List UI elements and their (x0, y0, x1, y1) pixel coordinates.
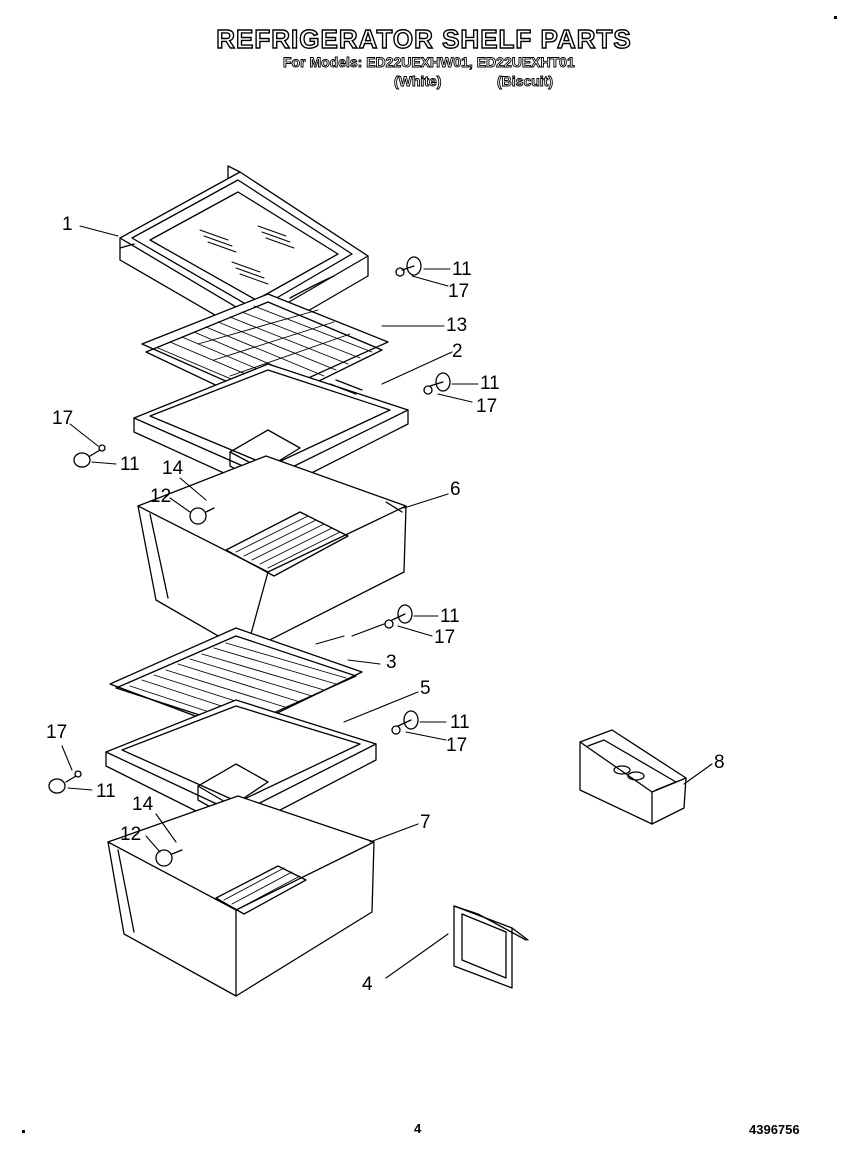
humidity-control-panel (453, 905, 529, 989)
callout-17: 17 (448, 281, 469, 302)
callout-14: 14 (162, 458, 184, 479)
callout-1: 1 (62, 214, 73, 235)
callout-12: 12 (120, 824, 141, 845)
models-line: For Models: ED22UEXHW01, ED22UEXHT01 (283, 54, 576, 71)
page-number: 4 (414, 1121, 422, 1136)
callout-13: 13 (446, 315, 467, 336)
corner-mark (22, 1130, 25, 1133)
variant-white-label: (White) (394, 73, 442, 90)
lower-cover-frame (105, 699, 377, 833)
leader-lines (61, 225, 713, 979)
glass-shelf-frame (119, 165, 369, 341)
callout-12: 12 (150, 486, 171, 507)
crisper-drawer-upper (137, 455, 407, 653)
document-number: 4396756 (749, 1122, 800, 1137)
callout-labels: 1 11 17 13 2 11 17 17 11 14 12 6 11 17 3… (46, 214, 725, 995)
callout-3: 3 (386, 652, 397, 673)
callout-17: 17 (476, 396, 497, 417)
page-title: REFRIGERATOR SHELF PARTS (216, 23, 632, 54)
utility-bin (579, 729, 687, 825)
callout-4: 4 (362, 974, 373, 995)
variant-biscuit-label: (Biscuit) (497, 73, 554, 90)
callout-11: 11 (440, 606, 460, 627)
callout-6: 6 (450, 479, 461, 500)
callout-11: 11 (96, 781, 116, 802)
callout-5: 5 (420, 678, 431, 699)
callout-11: 11 (120, 454, 140, 475)
callout-17: 17 (446, 735, 467, 756)
corner-mark (834, 16, 837, 19)
callout-17: 17 (52, 408, 73, 429)
callout-17: 17 (46, 722, 67, 743)
crisper-cover-insert (141, 293, 389, 409)
callout-11: 11 (450, 712, 470, 733)
callout-17: 17 (434, 627, 455, 648)
callout-7: 7 (420, 812, 431, 833)
mounting-hardware (48, 256, 451, 867)
callout-11: 11 (452, 259, 472, 280)
callout-14: 14 (132, 794, 154, 815)
callout-2: 2 (452, 341, 463, 362)
callout-11: 11 (480, 373, 500, 394)
callout-8: 8 (714, 752, 725, 773)
crisper-drawer-lower (107, 795, 375, 997)
